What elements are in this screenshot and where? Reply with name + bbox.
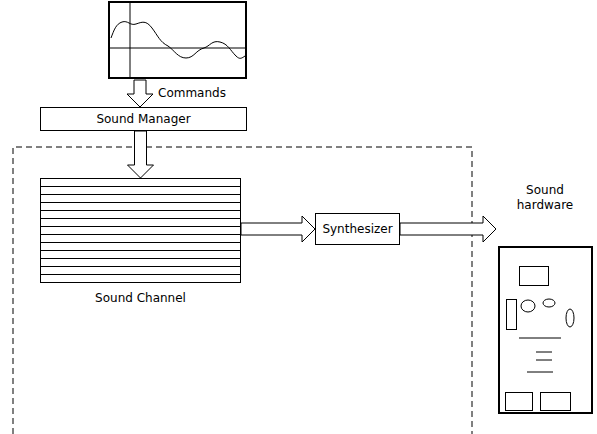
flow-arrow bbox=[241, 216, 315, 242]
process-box: Synthesizer bbox=[315, 213, 400, 245]
node-label: Sound Manager bbox=[96, 112, 190, 127]
sound-channel: Sound Channel bbox=[40, 178, 241, 306]
dashed-boundary bbox=[13, 147, 472, 434]
command-arrow bbox=[127, 80, 153, 107]
sound-hardware: Sound hardware bbox=[496, 183, 594, 415]
flow-arrow bbox=[400, 216, 496, 242]
waveform-picture bbox=[109, 2, 246, 78]
node-label: Sound Channel bbox=[95, 291, 186, 306]
node-label: Synthesizer bbox=[322, 222, 392, 237]
flow-label: Commands bbox=[158, 86, 226, 101]
hardware-board bbox=[499, 247, 592, 413]
process-box: Sound Manager bbox=[40, 107, 247, 131]
node-label: Sound hardware bbox=[509, 183, 581, 213]
channel-stack bbox=[41, 179, 241, 283]
flow-arrow bbox=[128, 131, 154, 178]
